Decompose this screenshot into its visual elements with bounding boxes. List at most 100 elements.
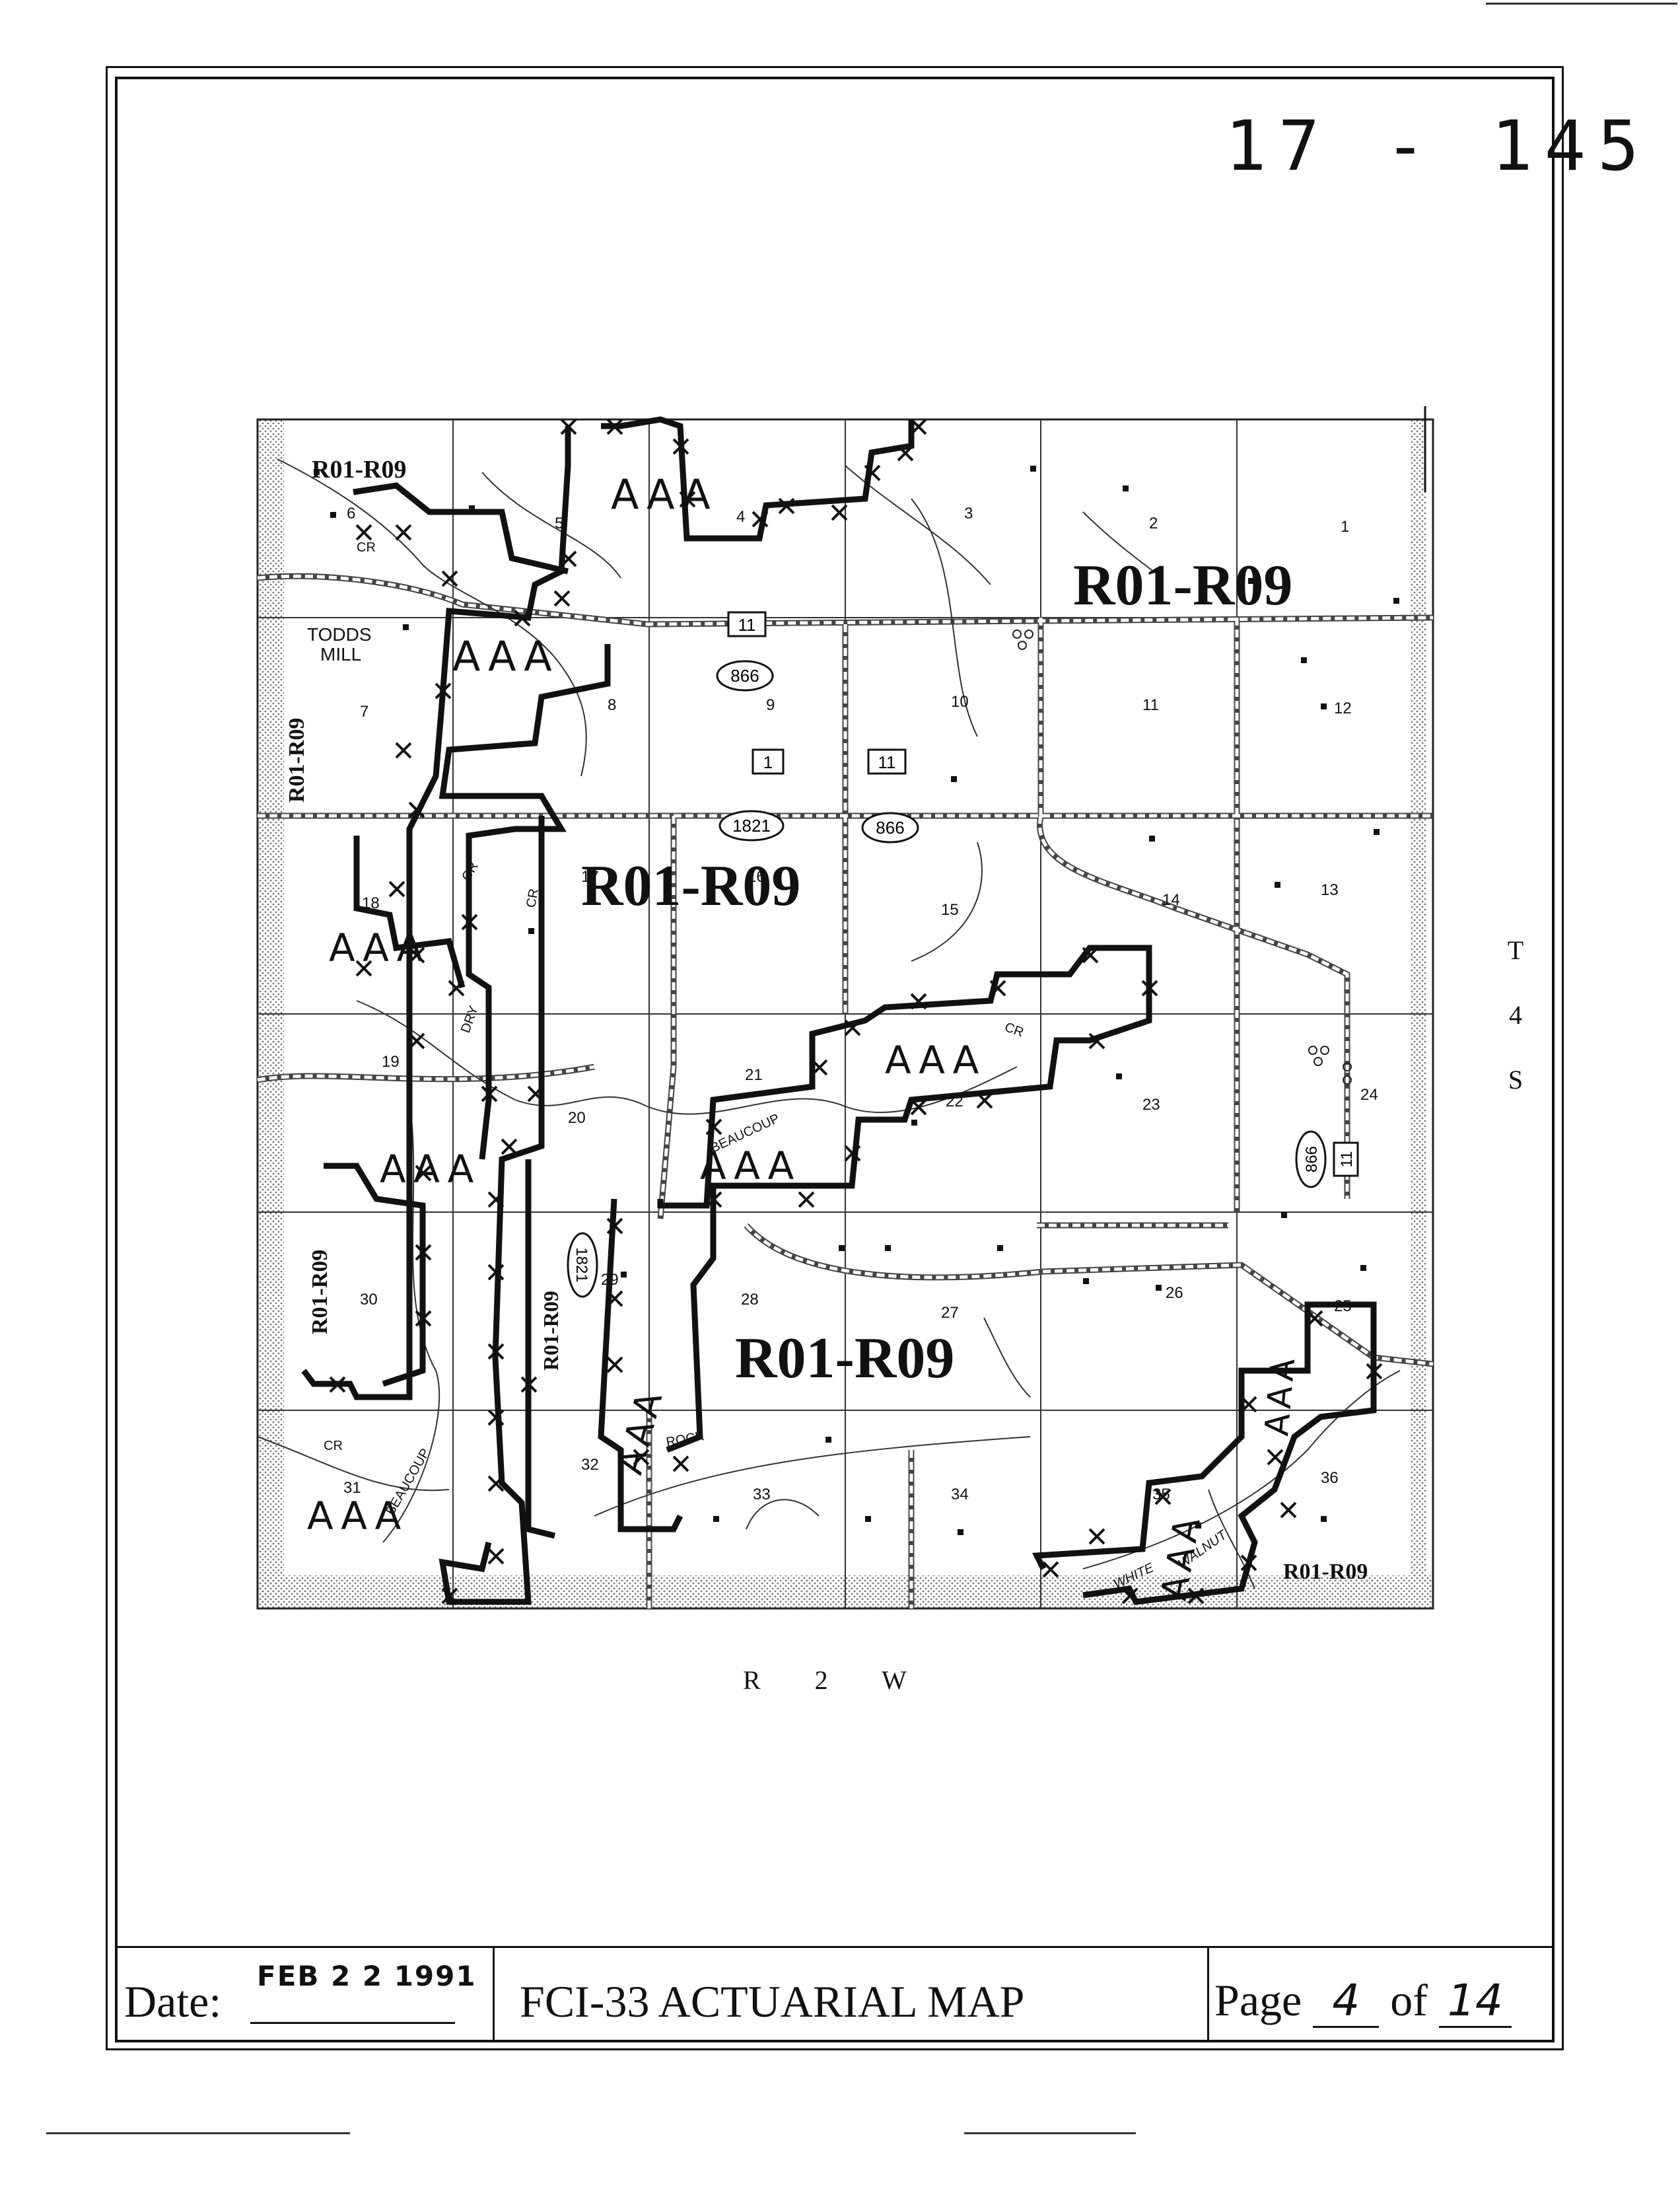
range-label: R 2 W: [743, 1665, 907, 1695]
section-number: 24: [1360, 1086, 1378, 1104]
aaa-label: AAA: [611, 470, 717, 519]
township-number: 4: [1509, 1000, 1522, 1030]
date-label: Date:: [124, 1976, 222, 2027]
section-number: 26: [1166, 1284, 1183, 1302]
map-id: 17 - 145: [1225, 106, 1651, 186]
section-number: 14: [1162, 891, 1180, 909]
zone-label-small: R01-R09: [312, 456, 407, 484]
section-number: 12: [1334, 700, 1352, 717]
section-number: 6: [347, 505, 355, 522]
of-label: of: [1390, 1975, 1428, 2025]
page-total: 14: [1438, 1975, 1512, 2028]
section-number: 7: [360, 703, 368, 721]
shaded-border-east: [1410, 419, 1426, 1582]
aaa-label: AAA: [885, 1038, 985, 1083]
actuarial-map: 11 866 1 11 1821 866 866 11 1821 1 2 3 4…: [251, 406, 1440, 1615]
aaa-risk-boundaries: [301, 416, 1377, 1605]
scan-edge-line: [46, 2132, 350, 2134]
section-number: 16: [748, 868, 765, 886]
page-counter: Page 4 of 14: [1214, 1974, 1512, 2028]
title-block: Date: FEB 2 2 1991 FCI-33 ACTUARIAL MAP …: [115, 1946, 1555, 2042]
section-number: 13: [1321, 881, 1339, 899]
route-label: 866: [1303, 1146, 1321, 1172]
stream-label: CR: [1002, 1020, 1026, 1040]
section-number: 34: [951, 1486, 969, 1503]
stream-label: ROCK: [665, 1429, 705, 1450]
zone-label-vertical: R01-R09: [539, 1291, 563, 1371]
page-label: Page: [1214, 1975, 1302, 2025]
stream-label: CR: [324, 1439, 343, 1453]
aaa-label: AAA: [1257, 1353, 1303, 1437]
document-title: FCI-33 ACTUARIAL MAP: [520, 1976, 1025, 2027]
route-shield: [867, 748, 907, 775]
township-direction: S: [1508, 1065, 1523, 1095]
route-shield: [861, 812, 919, 844]
outer-border: [106, 66, 1564, 2050]
section-number: 17: [581, 868, 599, 886]
section-number: 30: [360, 1291, 378, 1309]
route-shield: [752, 748, 785, 775]
section-number: 31: [343, 1479, 361, 1497]
section-number: 8: [608, 696, 616, 714]
structures: [314, 466, 1399, 1535]
aaa-label: AAA: [329, 925, 429, 970]
section-number: 32: [581, 1456, 599, 1474]
route-label: 11: [738, 615, 756, 635]
aaa-label: AAA: [380, 1147, 480, 1192]
inner-border: [115, 77, 1555, 2042]
section-number: 29: [601, 1271, 619, 1289]
section-number: 9: [766, 696, 775, 714]
township-map-svg: 11 866 1 11 1821 866 866 11 1821 1 2 3 4…: [256, 406, 1434, 1610]
township-label: T 4 S: [1502, 918, 1529, 1112]
route-shield: [1333, 1141, 1359, 1177]
page-number: 4: [1313, 1975, 1380, 2028]
section-number: 10: [951, 693, 969, 711]
section-number: 23: [1142, 1096, 1160, 1114]
section-number: 19: [382, 1053, 400, 1071]
route-label: 1821: [573, 1247, 590, 1282]
section-number: 20: [568, 1109, 586, 1127]
township-letter: T: [1507, 935, 1524, 965]
road-centerlines: [257, 574, 1434, 1608]
stream-label: CR: [524, 888, 542, 909]
aaa-label: AAA: [609, 1384, 672, 1479]
ponds: [1012, 630, 1352, 1085]
route-shield: [718, 810, 785, 842]
stream-label: DRY: [458, 1004, 481, 1035]
route-shield: [716, 660, 774, 692]
zone-label-large: R01-R09: [1073, 554, 1292, 618]
section-number: 21: [745, 1066, 763, 1084]
route-label: 1821: [732, 816, 771, 836]
aaa-label: AAA: [700, 1143, 800, 1188]
route-shields: 11 866 1 11 1821 866 866 11 1821: [567, 611, 1359, 1298]
date-cell: Date: FEB 2 2 1991: [115, 1948, 495, 2042]
page-cell: Page 4 of 14: [1209, 1948, 1555, 2042]
streams: [257, 458, 1401, 1589]
aaa-label: AAA: [452, 632, 559, 680]
title-cell: FCI-33 ACTUARIAL MAP: [495, 1948, 1209, 2042]
place-name: TODDS: [307, 624, 372, 645]
zone-label-vertical: R01-R09: [308, 1250, 332, 1334]
zone-label-large: R01-R09: [735, 1326, 954, 1390]
section-number: 4: [736, 508, 745, 526]
section-number: 25: [1334, 1297, 1352, 1315]
zone-label-vertical: R01-R09: [285, 718, 309, 803]
stream-label: CR: [357, 540, 376, 555]
scan-edge-line: [964, 2132, 1136, 2134]
section-number: 22: [946, 1093, 963, 1110]
aaa-labels: AAA AAA AAA AAA AAA AAA AAA AAA AAA AAA: [307, 470, 1303, 1603]
section-number: 18: [362, 894, 380, 912]
route-shield: [727, 611, 767, 637]
aaa-label: AAA: [307, 1494, 407, 1538]
stream-label: CR: [459, 859, 481, 883]
route-label: 866: [876, 818, 904, 838]
section-number: 36: [1321, 1469, 1339, 1487]
section-number: 35: [1152, 1486, 1170, 1503]
date-stamp: FEB 2 2 1991: [257, 1960, 477, 1992]
route-shield: [567, 1232, 598, 1298]
section-number: 11: [1142, 696, 1159, 714]
route-label: 11: [1338, 1151, 1356, 1168]
section-number: 2: [1149, 515, 1158, 532]
section-number: 3: [964, 505, 973, 522]
section-number: 28: [741, 1291, 759, 1309]
